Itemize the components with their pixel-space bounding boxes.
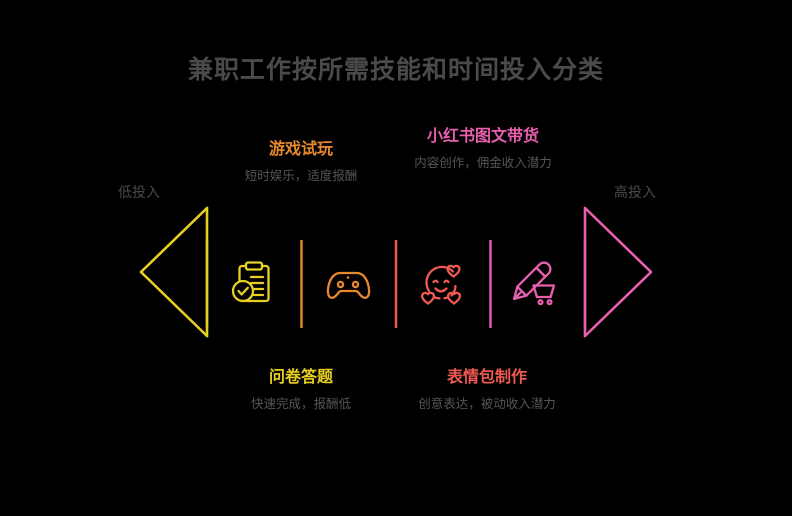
spectrum-arrow-diagram bbox=[0, 196, 792, 376]
callout-description: 内容创作，佣金收入潜力 bbox=[414, 156, 552, 170]
game-controller-icon bbox=[326, 271, 371, 299]
callout-survey: 问卷答题 快速完成，报酬低 bbox=[206, 368, 396, 413]
axis-label-low: 低投入 bbox=[118, 184, 160, 200]
callout-description: 短时娱乐，适度报酬 bbox=[244, 169, 358, 183]
callout-title: 表情包制作 bbox=[446, 369, 527, 386]
callout-game-trial: 游戏试玩 短时娱乐，适度报酬 bbox=[206, 140, 396, 185]
callout-title: 游戏试玩 bbox=[268, 141, 333, 158]
segment-cell-xiaohongshu[interactable] bbox=[491, 240, 581, 328]
callout-description: 创意表达，被动收入潜力 bbox=[418, 397, 556, 411]
segment-cell-survey[interactable] bbox=[209, 240, 299, 328]
page-title: 兼职工作按所需技能和时间投入分类 bbox=[187, 56, 604, 84]
callout-sticker-design: 表情包制作 创意表达，被动收入潜力 bbox=[392, 368, 582, 413]
pencil-cart-icon bbox=[512, 261, 556, 306]
axis-label-high: 高投入 bbox=[614, 184, 656, 200]
callout-xiaohongshu: 小红书图文带货 内容创作，佣金收入潜力 bbox=[388, 127, 578, 172]
clipboard-check-icon bbox=[231, 261, 270, 303]
callout-description: 快速完成，报酬低 bbox=[250, 397, 351, 411]
left-arrowhead bbox=[139, 206, 209, 338]
smiley-hearts-icon bbox=[420, 264, 462, 305]
callout-title: 问卷答题 bbox=[268, 369, 333, 386]
callout-title: 小红书图文带货 bbox=[426, 128, 539, 145]
segment-cell-game-trial[interactable] bbox=[303, 240, 393, 328]
segment-cell-sticker-design[interactable] bbox=[397, 240, 487, 328]
right-arrowhead bbox=[583, 206, 653, 338]
